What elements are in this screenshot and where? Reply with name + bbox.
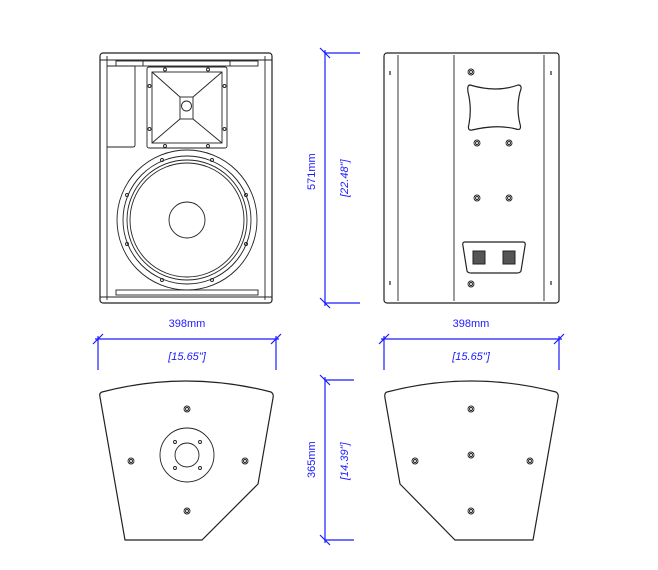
front-width-dimension: 398mm [15.65"] xyxy=(92,318,282,370)
front-view xyxy=(99,52,273,304)
height-mm-label: 571mm xyxy=(306,153,318,190)
depth-dimension: 365mm [14.39"] xyxy=(306,374,354,546)
bottom-view xyxy=(99,380,274,541)
height-dimension: 571mm [22.48"] xyxy=(306,47,360,309)
connector-plate xyxy=(462,241,526,274)
height-in-label: [22.48"] xyxy=(339,159,351,198)
woofer xyxy=(116,149,258,291)
depth-mm-label: 365mm xyxy=(306,441,318,478)
depth-in-label: [14.39"] xyxy=(339,442,351,481)
rear-view xyxy=(383,52,560,304)
rear-width-mm-label: 398mm xyxy=(453,318,490,330)
speakon-connector-icon xyxy=(502,250,516,265)
rear-width-in-label: [15.65"] xyxy=(451,351,490,363)
front-width-in-label: [15.65"] xyxy=(167,351,206,363)
rear-width-dimension: 398mm [15.65"] xyxy=(378,318,565,370)
horn-tweeter xyxy=(146,66,228,149)
front-width-mm-label: 398mm xyxy=(169,318,206,330)
top-view xyxy=(384,380,559,541)
handle-recess xyxy=(467,84,522,131)
speakon-connector-icon xyxy=(472,250,486,265)
